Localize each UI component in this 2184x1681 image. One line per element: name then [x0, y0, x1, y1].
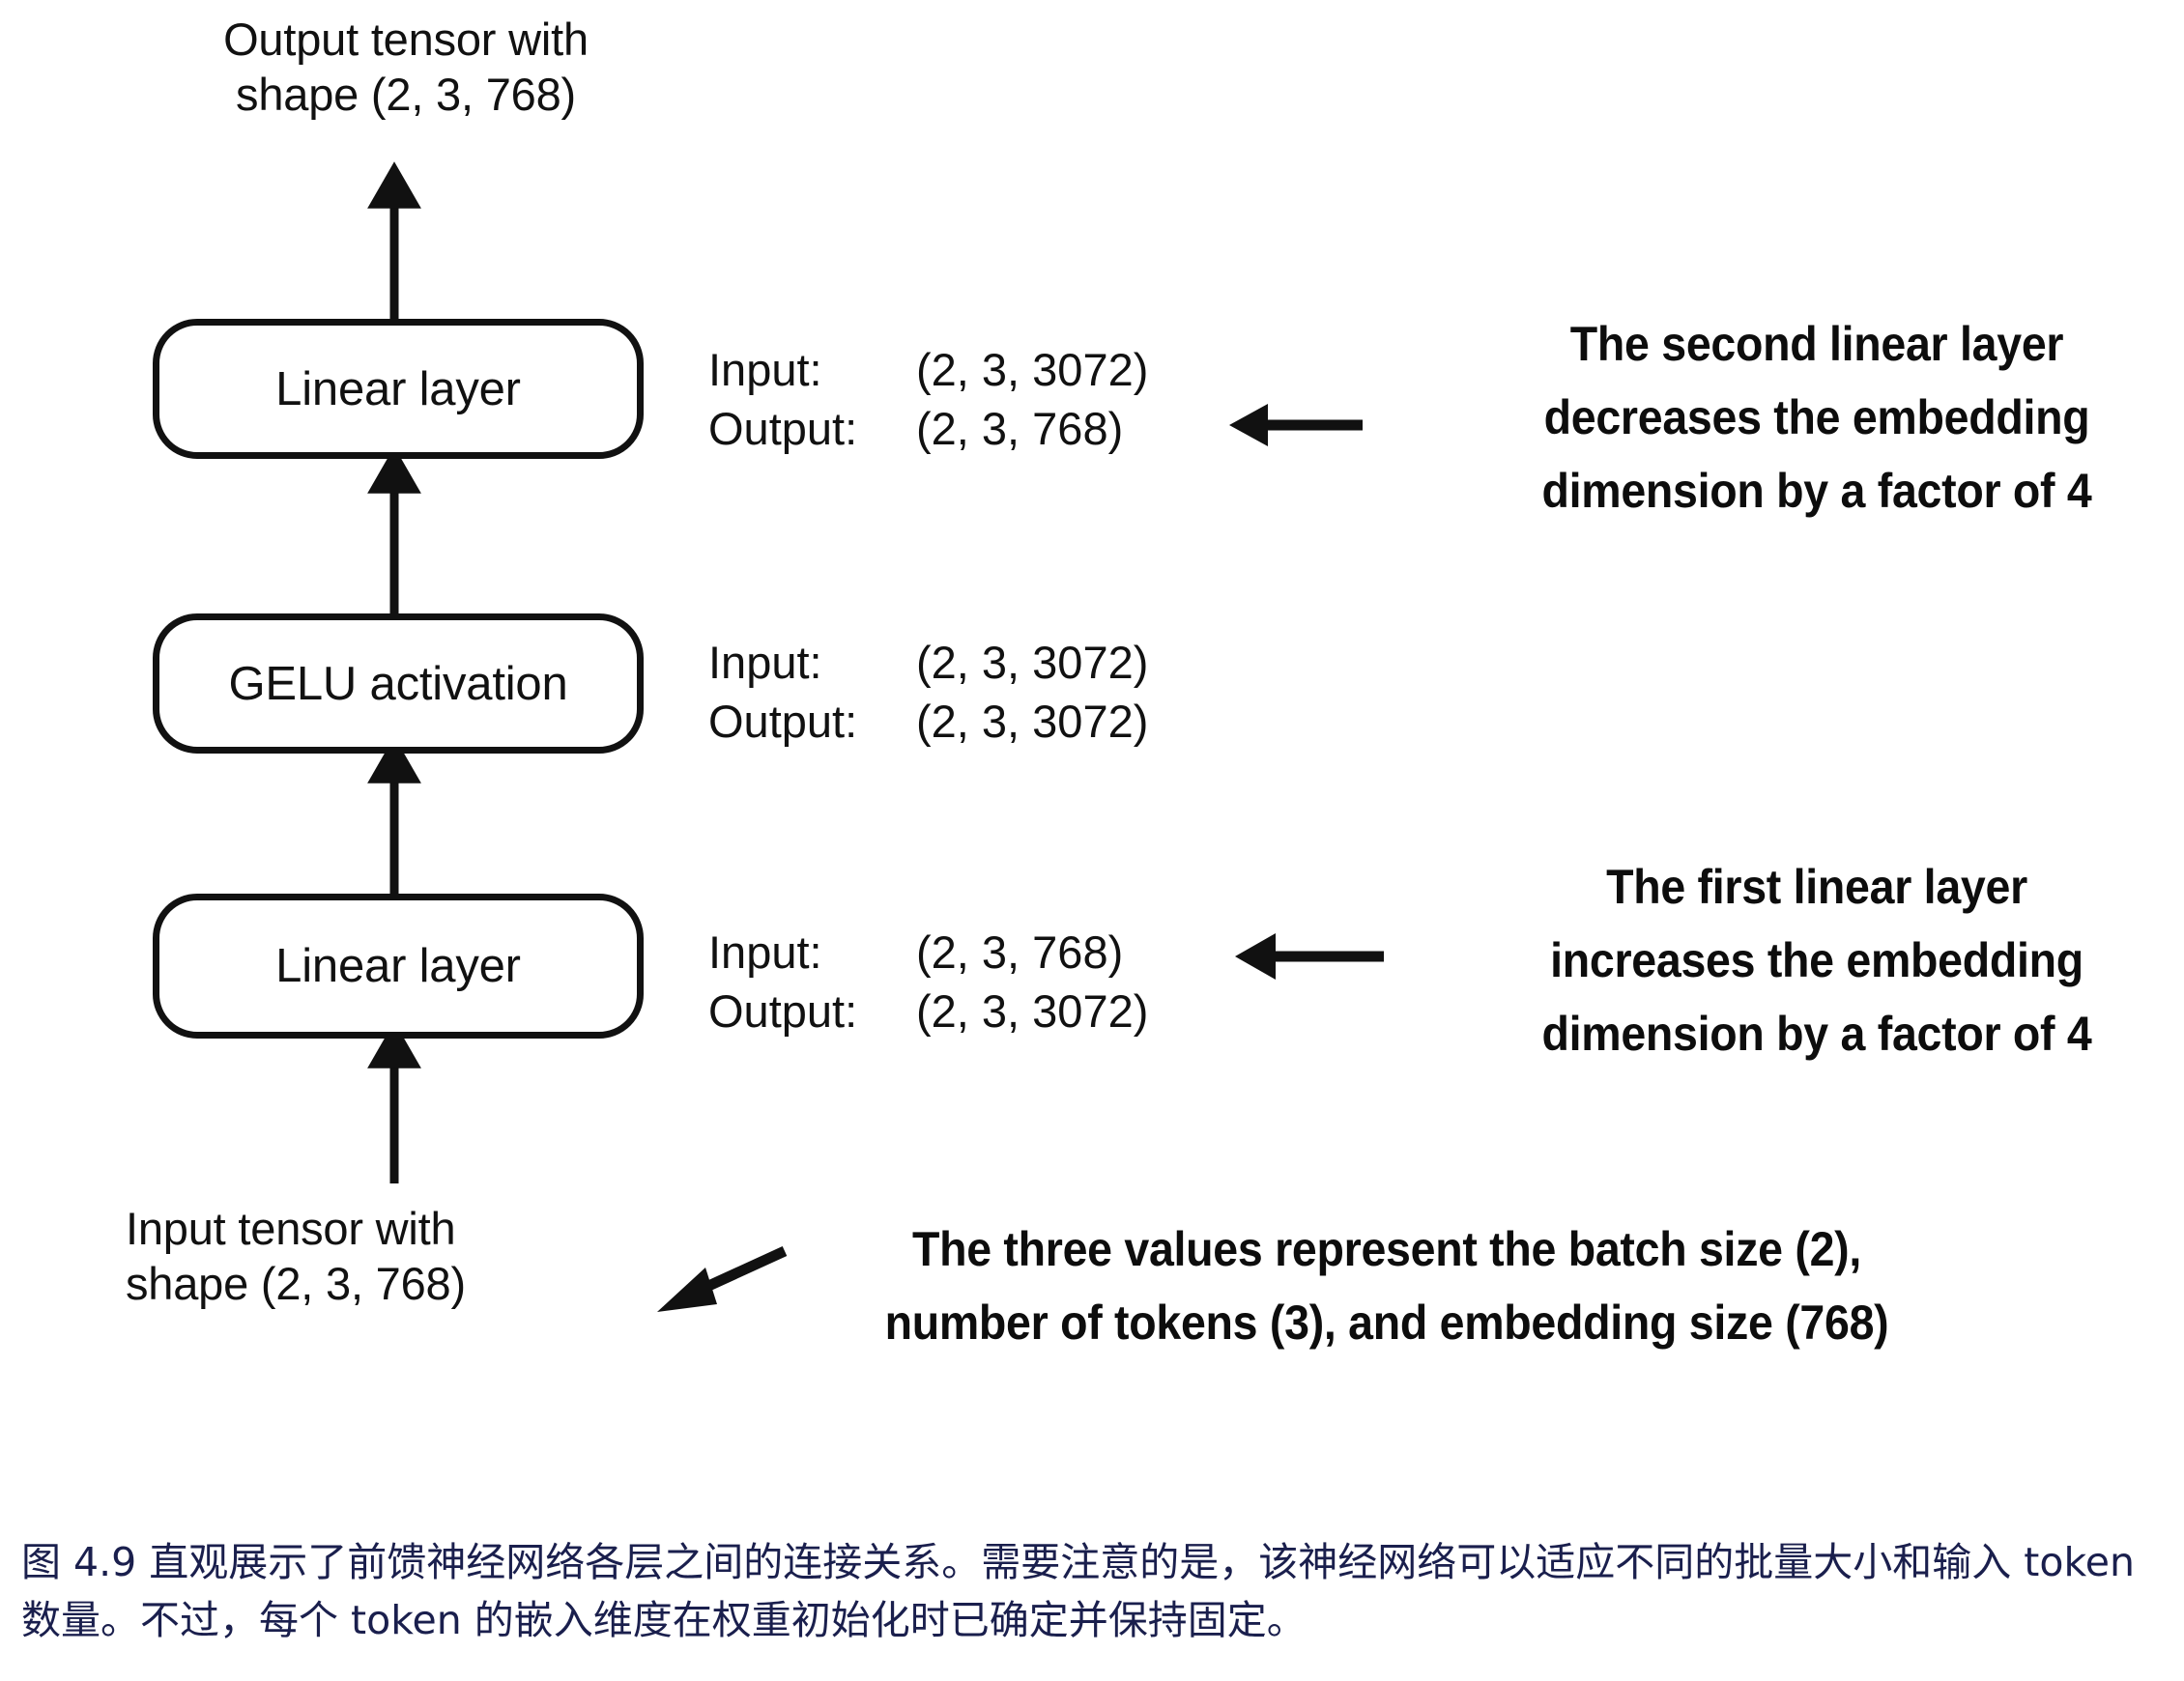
annotation-three-values: The three values represent the batch siz… — [884, 1222, 1889, 1350]
io-input-key: Input: — [708, 637, 822, 688]
io-output-value: (2, 3, 3072) — [916, 696, 1149, 748]
io-spec-gelu-activation: Input: (2, 3, 3072) Output: (2, 3, 3072) — [708, 633, 1148, 751]
block-linear-layer-2-label: Linear layer — [275, 362, 521, 415]
block-linear-layer-1-label: Linear layer — [275, 940, 521, 992]
annotation-second-linear-layer: The second linear layer decreases the em… — [1541, 317, 2092, 518]
annotation-first-linear-layer: The first linear layer increases the emb… — [1541, 860, 2092, 1061]
input-tensor-label: Input tensor with shape (2, 3, 768) — [126, 1203, 466, 1310]
io-output-key: Output: — [708, 403, 858, 455]
io-input-key: Input: — [708, 344, 822, 395]
io-output-value: (2, 3, 3072) — [916, 985, 1149, 1038]
io-spec-gelu-activation-input-row: Input: (2, 3, 3072) — [708, 633, 1148, 692]
io-output-key: Output: — [708, 696, 858, 748]
io-input-value: (2, 3, 768) — [916, 926, 1124, 978]
io-spec-linear-layer-1-input-row: Input: (2, 3, 768) — [708, 923, 1148, 982]
callout-arrow-second-linear — [1229, 404, 1363, 446]
io-spec-linear-layer-1-output-row: Output: (2, 3, 3072) — [708, 982, 1148, 1040]
block-gelu-activation[interactable]: GELU activation — [153, 613, 644, 754]
output-tensor-label: Output tensor with shape (2, 3, 768) — [223, 14, 589, 121]
io-output-key: Output: — [708, 985, 858, 1038]
block-linear-layer-2[interactable]: Linear layer — [153, 319, 644, 459]
io-spec-linear-layer-1: Input: (2, 3, 768) Output: (2, 3, 3072) — [708, 923, 1148, 1040]
figure-caption: 图 4.9 直观展示了前馈神经网络各层之间的连接关系。需要注意的是，该神经网络可… — [21, 1539, 2135, 1643]
callout-arrow-first-linear — [1235, 933, 1384, 980]
io-input-value: (2, 3, 3072) — [916, 637, 1149, 688]
block-linear-layer-1[interactable]: Linear layer — [153, 894, 644, 1039]
io-output-value: (2, 3, 768) — [916, 403, 1124, 455]
io-input-key: Input: — [708, 926, 822, 978]
io-spec-linear-layer-2-output-row: Output: (2, 3, 768) — [708, 399, 1148, 458]
io-spec-gelu-activation-output-row: Output: (2, 3, 3072) — [708, 692, 1148, 751]
io-spec-linear-layer-2-input-row: Input: (2, 3, 3072) — [708, 340, 1148, 399]
block-gelu-activation-label: GELU activation — [228, 657, 568, 710]
io-spec-linear-layer-2: Input: (2, 3, 3072) Output: (2, 3, 768) — [708, 340, 1148, 458]
io-input-value: (2, 3, 3072) — [916, 344, 1149, 395]
